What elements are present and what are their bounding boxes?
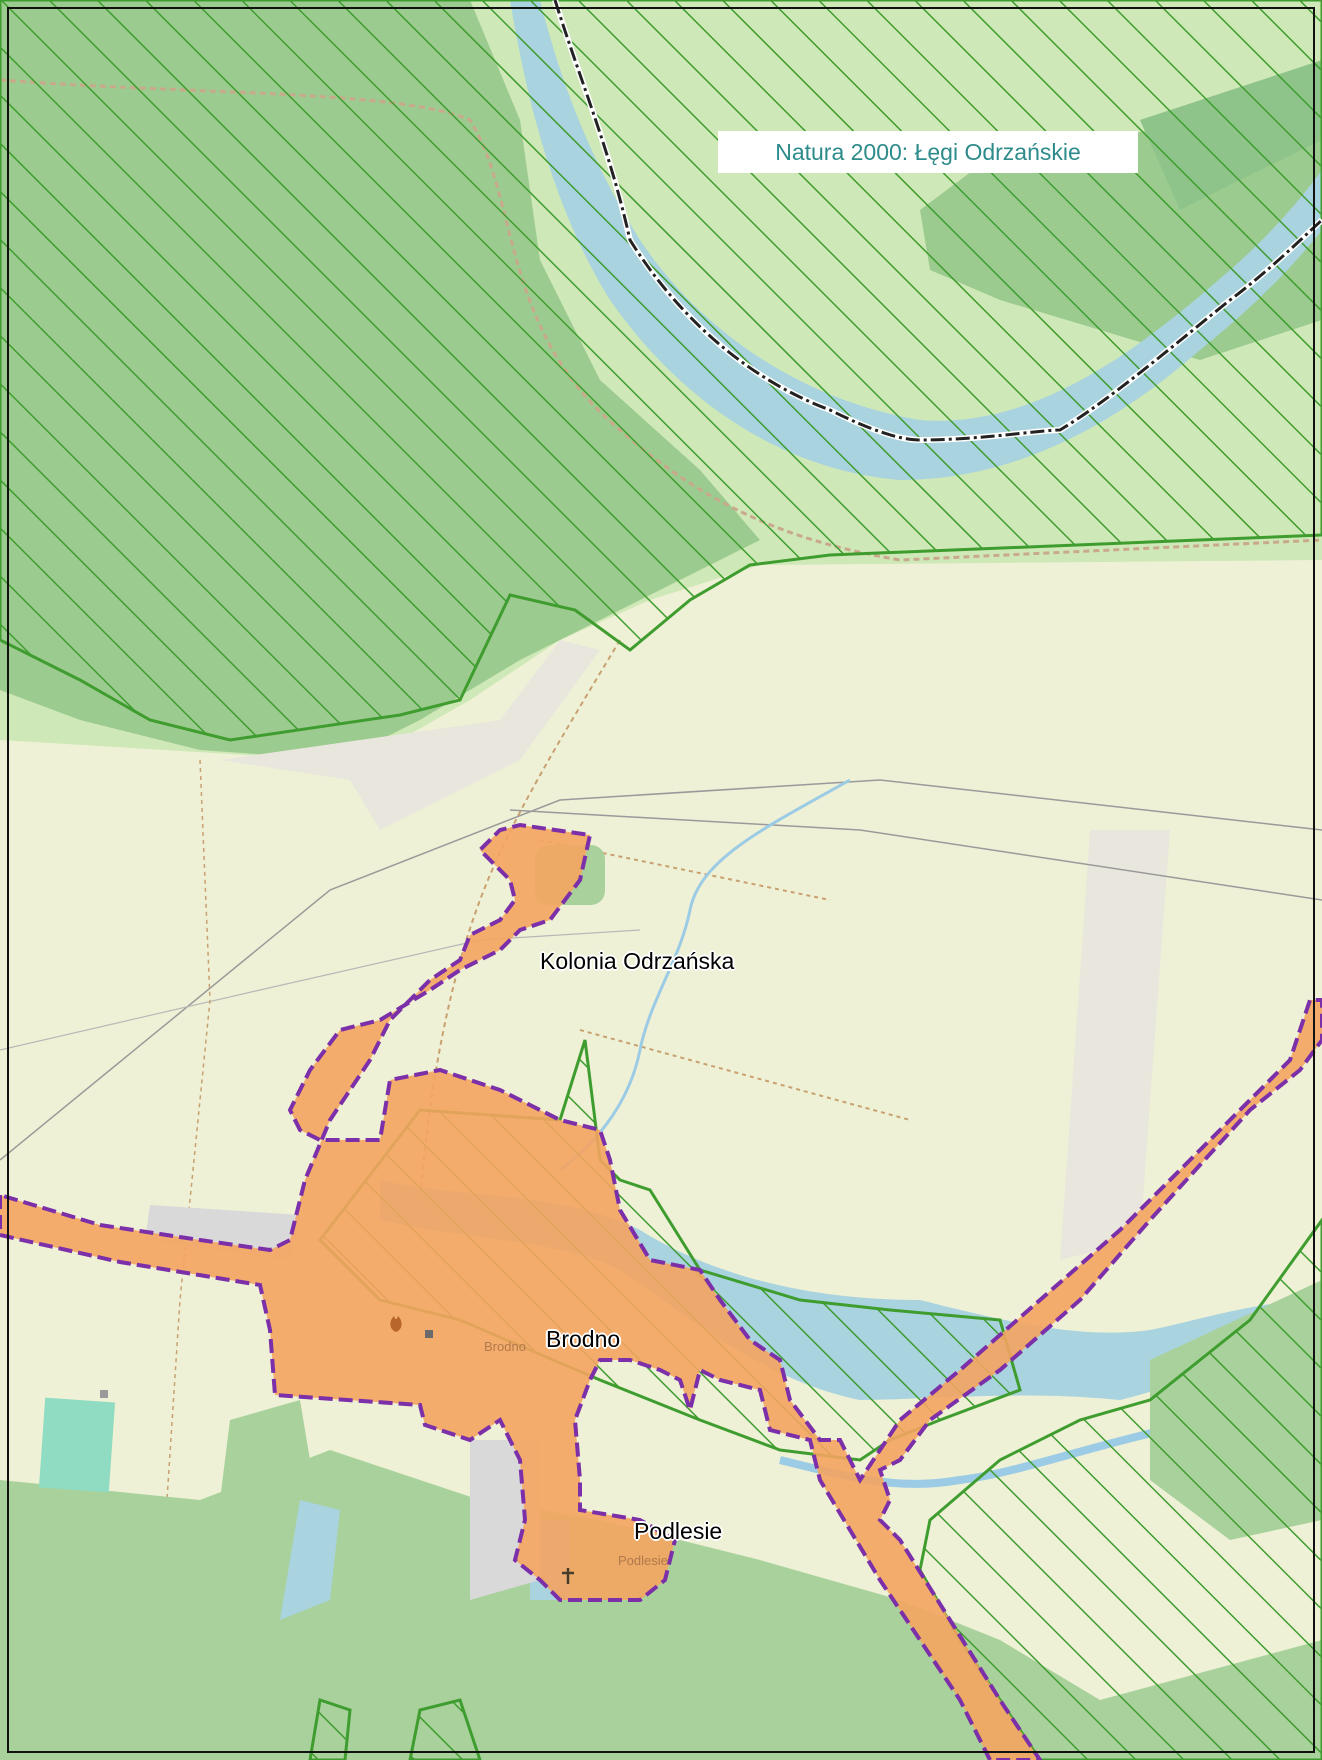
place-label-brodno: Brodno bbox=[546, 1326, 621, 1352]
map-border bbox=[7, 7, 1315, 1753]
path-field-2 bbox=[579, 1029, 911, 1121]
path-west bbox=[149, 759, 211, 1760]
building-marker bbox=[425, 1330, 433, 1338]
stream bbox=[559, 778, 851, 1172]
building-marker-2 bbox=[100, 1390, 108, 1398]
admin-boundary bbox=[553, 0, 1322, 442]
cemetery-icon bbox=[562, 1568, 574, 1584]
power-line-2 bbox=[509, 809, 1322, 901]
clearing-north bbox=[220, 640, 600, 830]
path-central bbox=[419, 639, 621, 1201]
sports-pitch bbox=[38, 1397, 116, 1493]
place-label-podlesie: Podlesie bbox=[634, 1518, 723, 1544]
place-of-worship-icon bbox=[390, 1316, 402, 1332]
clearing-east bbox=[1060, 830, 1170, 1260]
natura-north bbox=[0, 0, 1322, 742]
natura-south-fragments bbox=[308, 1698, 482, 1760]
forest-patch-sw bbox=[220, 1400, 320, 1560]
power-line-1 bbox=[0, 779, 1322, 1161]
landuse-industrial bbox=[145, 1205, 300, 1260]
natura2000-label: Natura 2000: Łęgi Odrzańskie bbox=[718, 131, 1138, 173]
natura-southeast bbox=[918, 1217, 1322, 1760]
settlement-brodno bbox=[0, 822, 1322, 1760]
basemap-label-brodno: Brodno bbox=[484, 1339, 526, 1354]
power-line-3 bbox=[0, 929, 641, 1051]
pond-1 bbox=[280, 1500, 340, 1620]
basemap-label-podlesie: Podlesie bbox=[618, 1553, 668, 1568]
settlement-areas bbox=[0, 822, 1322, 1760]
place-label-kolonia-odrzanska: Kolonia Odrzańska bbox=[540, 948, 735, 974]
